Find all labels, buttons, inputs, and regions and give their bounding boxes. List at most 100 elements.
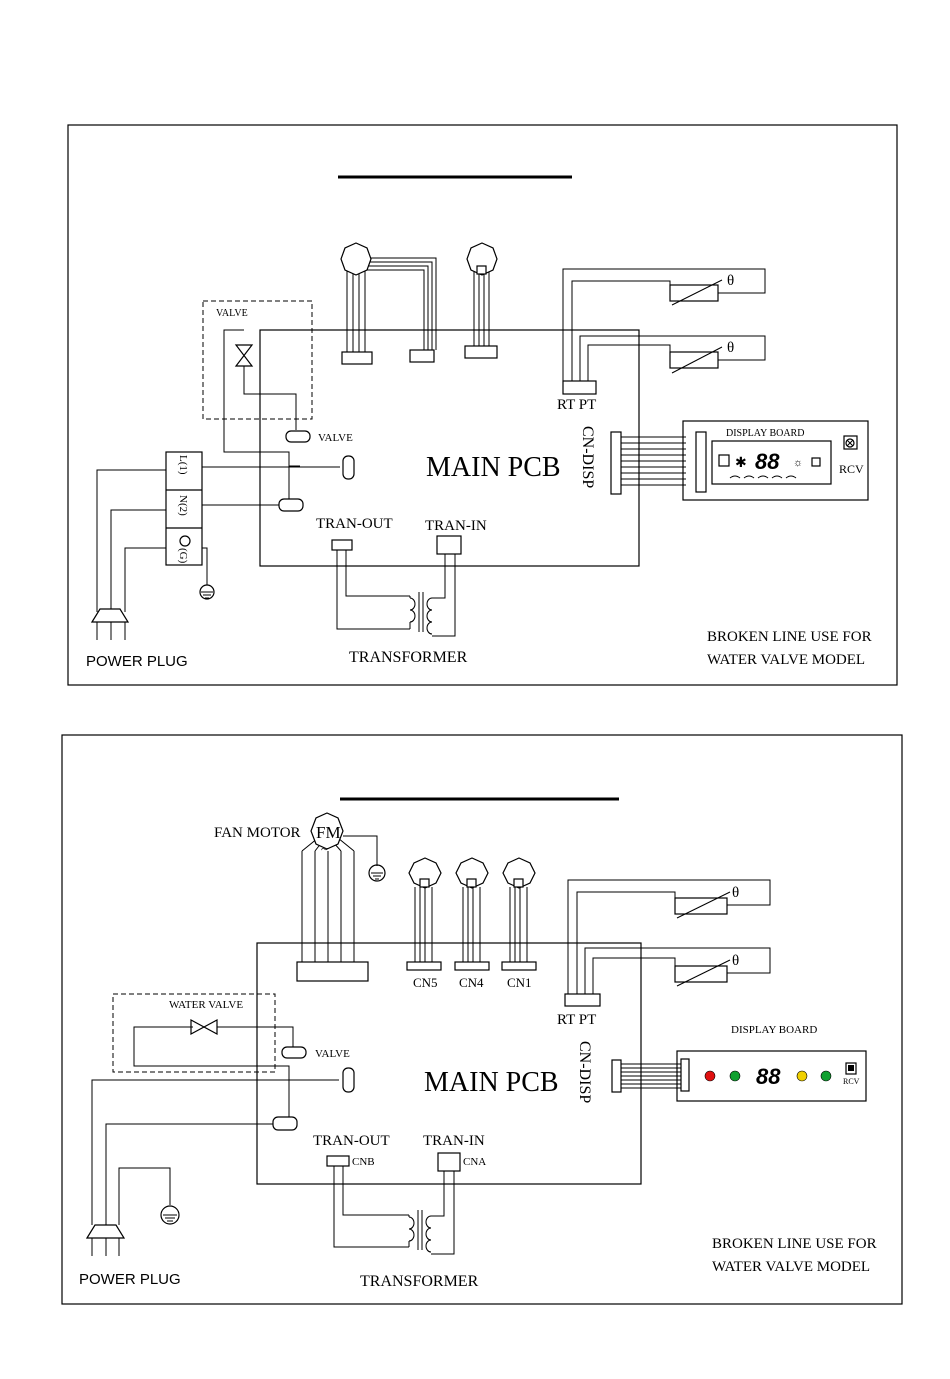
thermistor [669, 351, 719, 369]
motor-connector-cn5: CN5 [406, 857, 442, 990]
diagram-frame [67, 124, 898, 686]
display-panel [711, 440, 832, 485]
display-board-assembly: CN-DISP DISPLAY BOARD 88 RCV [576, 1024, 867, 1103]
connector-socket [409, 349, 435, 363]
terminal-label: (G) [177, 548, 189, 564]
valve-assembly: VALVE VALVE [202, 300, 353, 503]
valve-box-label: VALVE [216, 308, 248, 319]
cn-disp-label: CN-DISP [579, 426, 596, 488]
display-board-label: DISPLAY BOARD [726, 428, 804, 439]
cnb-label: CNB [352, 1156, 375, 1168]
ground-icon [368, 864, 386, 882]
valve-connector-label: VALVE [318, 432, 353, 444]
motor-icon [340, 242, 372, 276]
connector-socket [341, 351, 373, 365]
rcv-sensor [843, 435, 858, 450]
motor-connector-1 [340, 242, 437, 365]
cn-disp-connector [611, 1059, 622, 1093]
wiring-diagram-2: MAIN PCB FAN MOTOR FM ~ CN5 [61, 734, 903, 1305]
temperature-sensors: θ θ RT PT [557, 879, 771, 1028]
main-pcb-label: MAIN PCB [426, 452, 561, 483]
timer-icon [718, 454, 730, 467]
valve-symbol [190, 1018, 218, 1036]
valve-connector [285, 430, 311, 443]
ground-icon [160, 1205, 180, 1225]
tran-in-label: TRAN-IN [425, 518, 487, 534]
valve-connector [281, 1046, 307, 1059]
transformer-label: TRANSFORMER [360, 1273, 479, 1290]
connector-socket [454, 961, 490, 971]
note-line-1: BROKEN LINE USE FOR [712, 1236, 877, 1252]
rt-pt-connector [564, 993, 601, 1007]
cn-disp-connector [610, 431, 622, 495]
tran-out-label: TRAN-OUT [313, 1133, 390, 1149]
connector-socket [464, 345, 498, 359]
rcv-sensor [845, 1062, 857, 1075]
sun-icon: ☼ [793, 457, 803, 469]
valve-dashed-box [202, 300, 313, 420]
connector-plug [272, 1116, 298, 1131]
display-digits: 88 [755, 449, 780, 474]
note-line-2: WATER VALVE MODEL [707, 652, 865, 668]
display-board-assembly: CN-DISP DISPLAY BOARD ✱ 88 ☼ RCV [579, 420, 869, 501]
tran-in-connector [437, 1152, 461, 1172]
power-plug-icon [90, 608, 130, 623]
connector-socket [406, 961, 442, 971]
sensor-symbol: θ [727, 273, 734, 289]
wiring-diagram-1: MAIN PCB θ θ [67, 124, 898, 686]
power-plug-icon [85, 1224, 126, 1239]
led-indicator [796, 1070, 808, 1082]
transformer-coil [426, 597, 433, 635]
tran-out-connector [326, 1155, 350, 1167]
terminal-label: N(2) [177, 495, 189, 516]
led-indicator [729, 1070, 741, 1082]
cna-label: CNA [463, 1156, 486, 1168]
display-digits: 88 [756, 1064, 781, 1089]
rcv-label: RCV [839, 462, 864, 476]
motor-icon [455, 857, 489, 889]
rt-pt-label: RT PT [557, 397, 596, 413]
rcv-label: RCV [843, 1077, 860, 1086]
note-line-1: BROKEN LINE USE FOR [707, 629, 872, 645]
valve-connector-label: VALVE [315, 1048, 350, 1060]
transformer-coil [408, 1215, 415, 1247]
power-wiring: POWER PLUG [79, 1067, 355, 1288]
motor-icon [466, 242, 498, 276]
power-plug-label: POWER PLUG [79, 1271, 181, 1288]
transformer-coil [409, 596, 416, 629]
display-board [676, 1050, 867, 1102]
fm-label: FM [316, 823, 341, 842]
sensor-symbol: θ [732, 953, 739, 969]
transformer-assembly: TRAN-OUT TRAN-IN TRANSFORMER [316, 516, 487, 666]
valve-symbol [234, 344, 254, 367]
tran-out-label: TRAN-OUT [316, 516, 393, 532]
ground-icon [199, 584, 215, 600]
motor-connector-2 [464, 242, 498, 359]
terminal-label: L(1) [177, 455, 189, 475]
tran-in-label: TRAN-IN [423, 1133, 485, 1149]
display-board-label: DISPLAY BOARD [731, 1024, 817, 1036]
power-plug-label: POWER PLUG [86, 653, 188, 670]
main-pcb-board [259, 329, 640, 567]
display-board [682, 420, 869, 501]
fan-motor-label: FAN MOTOR [214, 825, 301, 841]
connector-plug [342, 1067, 355, 1093]
water-valve-assembly: WATER VALVE VALVE [112, 993, 350, 1124]
sensor-symbol: θ [727, 340, 734, 356]
cn-disp-label: CN-DISP [576, 1041, 593, 1103]
fan-icon: ✱ [735, 454, 747, 470]
fm-wave: ~ [321, 841, 328, 856]
temperature-sensors: θ θ RT PT [557, 268, 766, 413]
motor-connector-cn4: CN4 [454, 857, 490, 990]
tran-in-connector [436, 535, 462, 555]
rt-pt-connector [562, 380, 597, 395]
fan-connector [296, 961, 369, 982]
connector-label: CN5 [413, 975, 438, 990]
rt-pt-label: RT PT [557, 1012, 596, 1028]
sensor-symbol: θ [732, 885, 739, 901]
fan-motor-icon [310, 812, 344, 850]
connector-plug [342, 455, 355, 480]
main-pcb-label: MAIN PCB [424, 1067, 559, 1098]
valve-box-label: WATER VALVE [169, 999, 243, 1011]
